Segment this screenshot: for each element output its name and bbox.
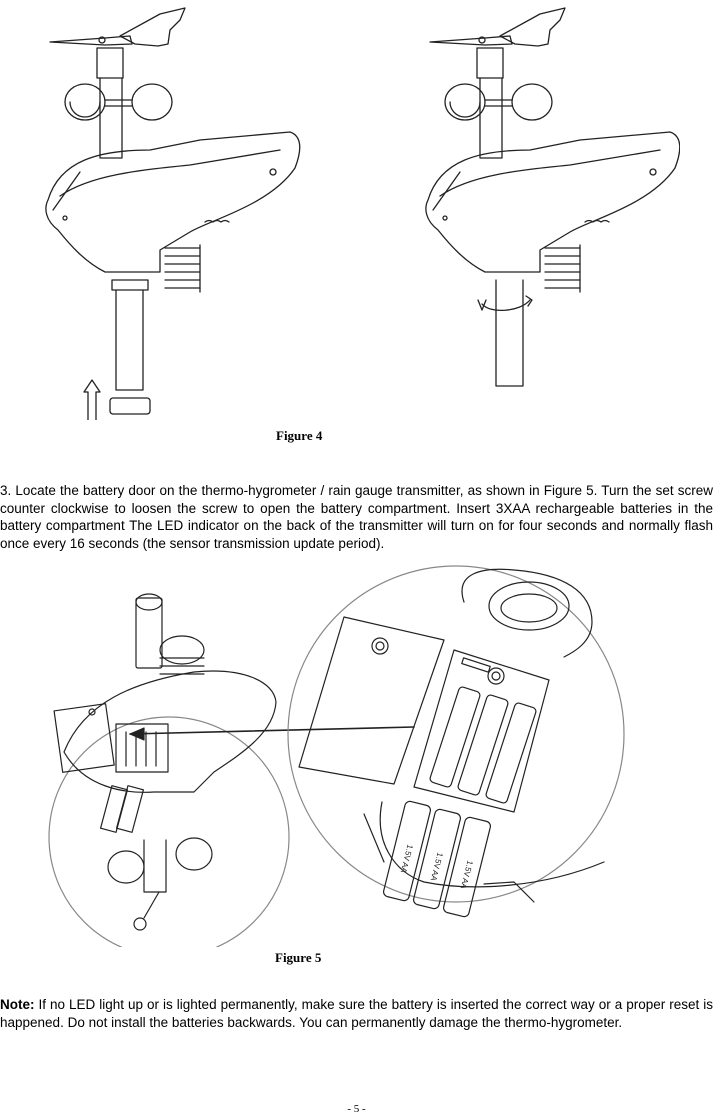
zoom-arrow — [129, 726, 415, 735]
figure-5-caption: Figure 5 — [275, 950, 322, 965]
transmitter-overview — [48, 593, 290, 947]
step-3-paragraph: 3. Locate the battery door on the thermo… — [0, 483, 713, 551]
weather-station-left — [45, 7, 301, 420]
page-number: - 5 - — [347, 1103, 366, 1115]
figure-5-illustration: 1.5V AA 1.5V AA 1.5V AA — [48, 565, 625, 947]
note-paragraph: Note: If no LED light up or is lighted p… — [0, 996, 713, 1031]
battery-compartment-detail: 1.5V AA 1.5V AA 1.5V AA — [287, 565, 625, 918]
note-label: Note: — [0, 997, 35, 1012]
weather-station-right — [425, 7, 680, 387]
note-text: If no LED light up or is lighted permane… — [0, 997, 713, 1030]
battery-label-3: 1.5V AA — [459, 859, 475, 890]
figure-4-illustration — [45, 7, 680, 420]
figure-4-caption: Figure 4 — [276, 428, 323, 443]
installed-batteries — [429, 686, 537, 804]
battery-label-1: 1.5V AA — [399, 843, 415, 874]
battery-label-2: 1.5V AA — [429, 851, 445, 882]
loose-aa-batteries: 1.5V AA 1.5V AA 1.5V AA — [382, 800, 492, 918]
